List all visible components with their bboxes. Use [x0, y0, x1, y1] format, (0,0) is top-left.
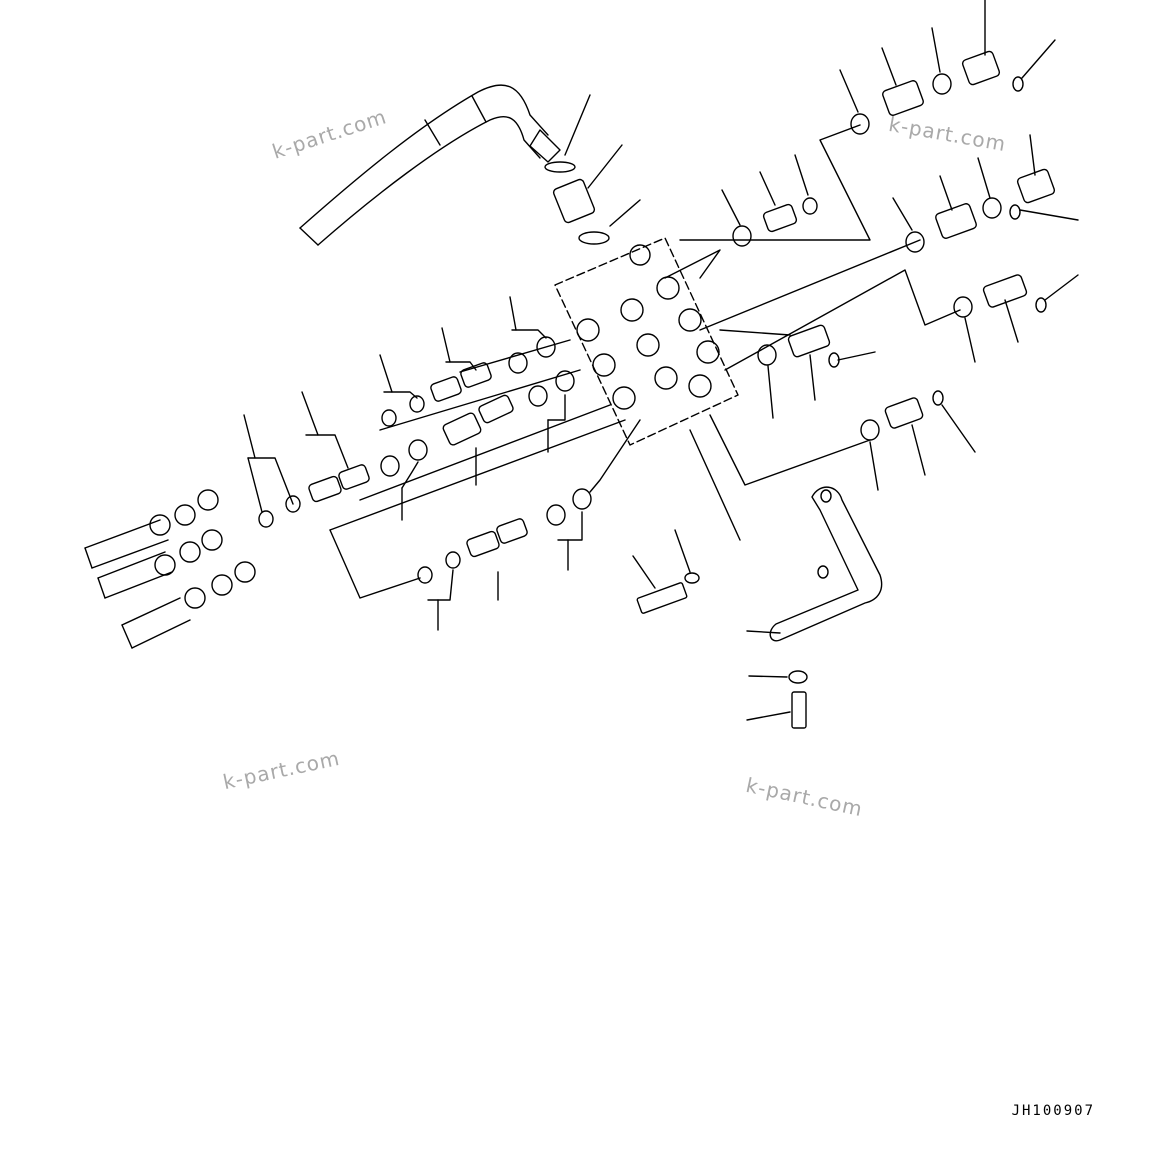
top-adapter-assembly[interactable] [544, 94, 641, 245]
right-callouts [721, 0, 1079, 491]
o-rings[interactable] [258, 73, 1047, 584]
left-fittings[interactable] [308, 362, 528, 558]
leader-lines [329, 124, 961, 599]
left-callouts [243, 296, 583, 631]
bolts[interactable] [632, 529, 808, 729]
right-fittings[interactable] [762, 50, 1056, 429]
upper-hose[interactable] [299, 84, 561, 246]
lower-left-hoses[interactable] [84, 489, 256, 649]
drawing-code: JH100907 [1011, 1103, 1095, 1119]
bracket[interactable] [769, 486, 883, 642]
valve-block[interactable] [554, 237, 739, 446]
